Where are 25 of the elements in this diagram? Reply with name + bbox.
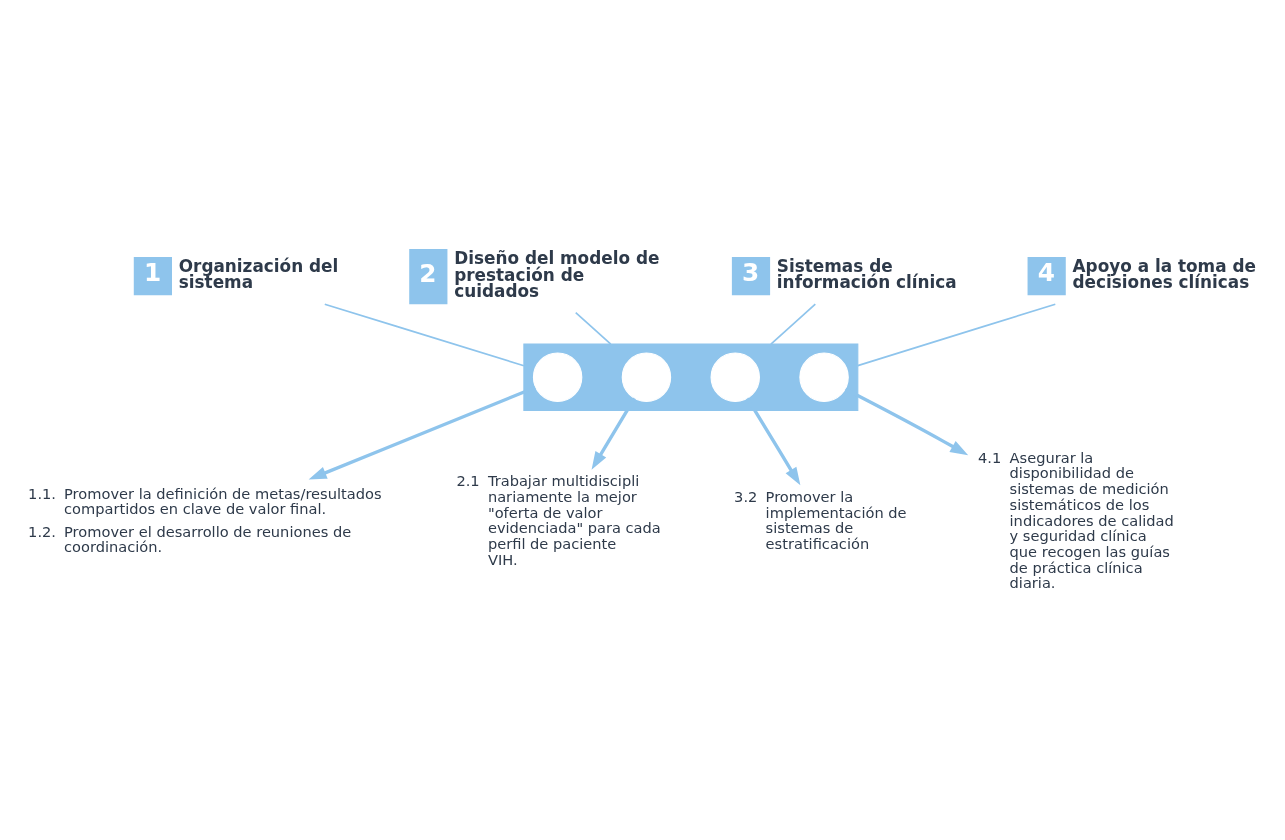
node-label: Sistemas de información clínica xyxy=(776,255,957,292)
arrow xyxy=(844,387,969,455)
node-circle xyxy=(710,352,760,402)
connector xyxy=(856,302,1057,366)
node-text: 1.1. Promover la definición de metas/resultados compartidos en clave de valor final. 1.2. Promover el desarrollo de reuniones de coordinación. xyxy=(28,484,382,555)
node-circle xyxy=(532,352,583,402)
node-text: 2.1 Trabajar multidisciplinariamente la mejor "oferta de valor evidenciada" para cada perfil de paciente VIH. xyxy=(456,471,661,568)
node-label: Organización del sistema xyxy=(178,255,339,292)
node-label: Diseño del modelo de prestación de cuidados xyxy=(454,247,660,301)
node-circle xyxy=(621,352,672,402)
node-circle xyxy=(799,352,849,402)
arrow xyxy=(308,385,536,480)
arrow xyxy=(591,397,636,470)
cluster xyxy=(523,343,859,411)
node-box: 4 xyxy=(1027,256,1066,295)
arrow xyxy=(746,397,801,485)
node-box: 2 xyxy=(409,248,448,304)
node-text: 4.1 Asegurar la disponibilidad de sistemas de medición sistemáticos de los indicadores de calidad y seguridad clínica que recogen las guías de práctica clínica diaria. xyxy=(978,448,1174,591)
connector xyxy=(323,302,525,367)
node-label: Apoyo a la toma de decisiones clínicas xyxy=(1072,255,1256,292)
node-box: 3 xyxy=(731,256,771,295)
connector xyxy=(574,311,612,345)
node-box: 1 xyxy=(133,256,172,295)
node-text: 3.2 Promover la implementación de sistemas de estratificación xyxy=(734,487,907,552)
connector xyxy=(770,302,817,345)
